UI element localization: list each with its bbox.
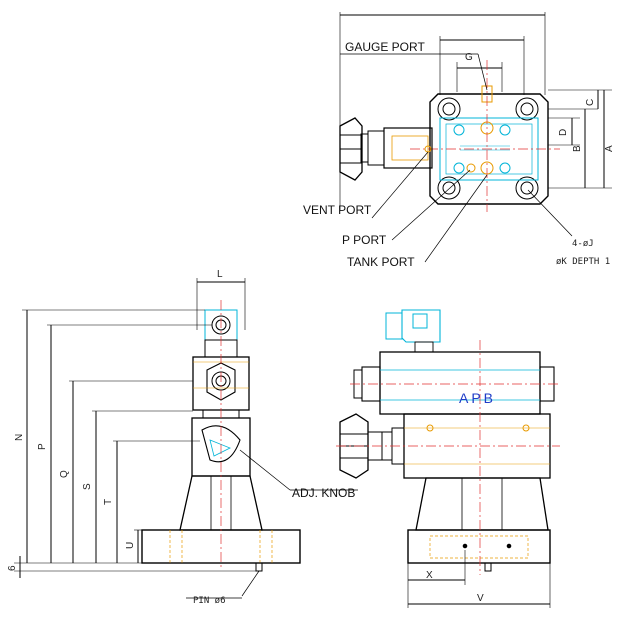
- gauge-port-label: GAUGE PORT: [345, 40, 425, 54]
- dim-x-label: X: [426, 570, 433, 581]
- base-side: [407, 529, 551, 564]
- base-plate-outline: [429, 93, 549, 205]
- adjust-knob-side: [339, 413, 369, 479]
- solenoid-connector: [401, 309, 441, 343]
- dim-d-label: D: [558, 129, 569, 136]
- adjust-knob-top: [339, 117, 363, 181]
- dim-a-label: A: [604, 145, 615, 152]
- dim-t-label: T: [103, 499, 114, 505]
- adj-knob-label: ADJ. KNOB: [292, 486, 355, 500]
- vent-port-label: VENT PORT: [303, 203, 372, 217]
- hole-depth-label: øK DEPTH 1: [556, 257, 610, 267]
- adj-knob: [201, 425, 241, 463]
- lower-body-side: [415, 477, 549, 531]
- bolt-hole-tr: [515, 97, 539, 121]
- pin-label: PIN ø6: [193, 596, 226, 606]
- bolt-hole-tl: [437, 97, 461, 121]
- dim-c-label: C: [585, 99, 596, 106]
- port-p-circle: [466, 163, 476, 173]
- tank-port-label: TANK PORT: [347, 255, 415, 269]
- front-view: [14, 278, 358, 599]
- dim-q-label: Q: [59, 470, 70, 478]
- hole-count-label: 4-øJ: [572, 239, 594, 249]
- dim-v-label: V: [477, 593, 484, 604]
- dim-s-label: S: [82, 483, 93, 490]
- side-view: [336, 309, 560, 608]
- dim-6-label: 6: [7, 565, 18, 571]
- solenoid-label: APB: [459, 390, 496, 406]
- dim-g-label: G: [465, 52, 473, 63]
- dim-u-label: U: [125, 542, 136, 549]
- dim-n-label: N: [14, 434, 25, 441]
- bolt-hole-br: [515, 176, 539, 200]
- top-view: [339, 12, 612, 263]
- dim-b-label: B: [572, 145, 583, 152]
- dim-l-label: L: [217, 269, 223, 280]
- p-port-label: P PORT: [342, 233, 387, 247]
- dim-p-label: P: [37, 443, 48, 450]
- bolt-hole-bl: [437, 176, 461, 200]
- valve-body-front: [192, 356, 250, 411]
- pin: [255, 562, 263, 572]
